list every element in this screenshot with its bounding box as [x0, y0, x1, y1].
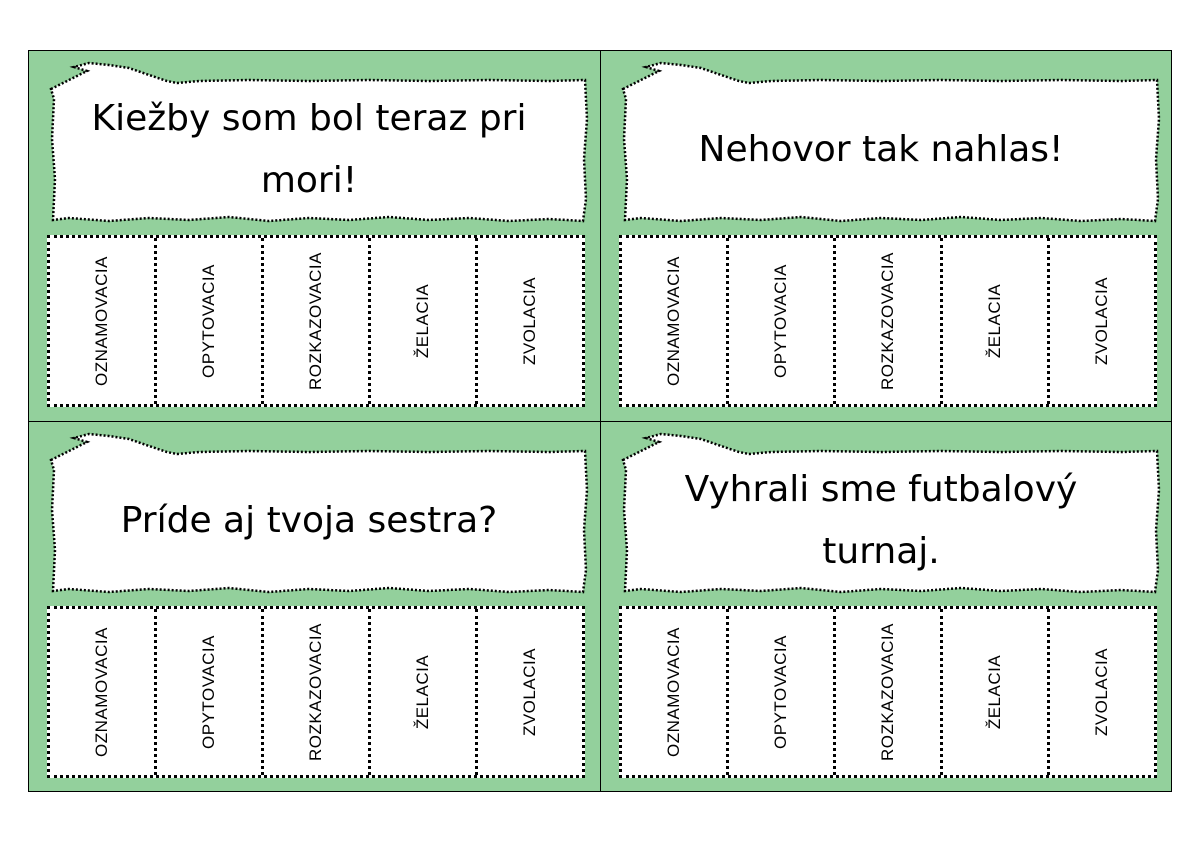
- sentence-card: Príde aj tvoja sestra? OZNAMOVACIA OPYTO…: [29, 422, 600, 792]
- option-zelacia[interactable]: ŽELACIA: [943, 238, 1050, 404]
- option-rozkazovacia[interactable]: ROZKAZOVACIA: [264, 609, 371, 775]
- option-label: OZNAMOVACIA: [92, 627, 111, 757]
- option-label: OZNAMOVACIA: [92, 256, 111, 386]
- sentence-card: Nehovor tak nahlas! OZNAMOVACIA OPYTOVAC…: [601, 51, 1172, 421]
- option-label: OZNAMOVACIA: [664, 627, 683, 757]
- option-oznamovacia[interactable]: OZNAMOVACIA: [622, 238, 729, 404]
- option-label: ROZKAZOVACIA: [306, 623, 325, 761]
- option-label: ZVOLACIA: [1092, 647, 1111, 737]
- option-label: OPYTOVACIA: [199, 635, 218, 749]
- option-zvolacia[interactable]: ZVOLACIA: [478, 609, 582, 775]
- option-zelacia[interactable]: ŽELACIA: [943, 609, 1050, 775]
- sentence-text: Vyhrali sme futbalový turnaj.: [684, 469, 1078, 572]
- sentence-type-options: OZNAMOVACIA OPYTOVACIA ROZKAZOVACIA ŽELA…: [47, 606, 585, 778]
- option-label: ROZKAZOVACIA: [306, 252, 325, 390]
- option-zelacia[interactable]: ŽELACIA: [371, 238, 478, 404]
- option-label: ROZKAZOVACIA: [878, 623, 897, 761]
- option-zvolacia[interactable]: ZVOLACIA: [1050, 609, 1154, 775]
- option-opytovacia[interactable]: OPYTOVACIA: [729, 238, 836, 404]
- option-rozkazovacia[interactable]: ROZKAZOVACIA: [264, 238, 371, 404]
- sentence-card: Kiežby som bol teraz pri mori! OZNAMOVAC…: [29, 51, 600, 421]
- worksheet: Kiežby som bol teraz pri mori! OZNAMOVAC…: [28, 50, 1172, 792]
- option-zelacia[interactable]: ŽELACIA: [371, 609, 478, 775]
- option-label: ŽELACIA: [413, 654, 432, 730]
- option-zvolacia[interactable]: ZVOLACIA: [1050, 238, 1154, 404]
- option-oznamovacia[interactable]: OZNAMOVACIA: [50, 609, 157, 775]
- option-opytovacia[interactable]: OPYTOVACIA: [157, 609, 264, 775]
- option-label: OPYTOVACIA: [771, 635, 790, 749]
- sentence-type-options: OZNAMOVACIA OPYTOVACIA ROZKAZOVACIA ŽELA…: [47, 235, 585, 407]
- option-label: ŽELACIA: [413, 283, 432, 359]
- torn-paper-shape: [621, 61, 1161, 223]
- sentence-text: Nehovor tak nahlas!: [698, 129, 1064, 170]
- cut-line-horizontal: [29, 421, 1171, 422]
- option-label: OZNAMOVACIA: [664, 256, 683, 386]
- option-opytovacia[interactable]: OPYTOVACIA: [157, 238, 264, 404]
- option-label: ŽELACIA: [985, 654, 1004, 730]
- torn-paper-shape: [49, 61, 589, 223]
- sentence-type-options: OZNAMOVACIA OPYTOVACIA ROZKAZOVACIA ŽELA…: [619, 606, 1157, 778]
- option-label: ZVOLACIA: [1092, 276, 1111, 366]
- option-oznamovacia[interactable]: OZNAMOVACIA: [50, 238, 157, 404]
- option-label: ZVOLACIA: [520, 276, 539, 366]
- option-opytovacia[interactable]: OPYTOVACIA: [729, 609, 836, 775]
- option-label: OPYTOVACIA: [199, 264, 218, 378]
- torn-paper-shape: [621, 432, 1161, 594]
- option-label: OPYTOVACIA: [771, 264, 790, 378]
- sentence-type-options: OZNAMOVACIA OPYTOVACIA ROZKAZOVACIA ŽELA…: [619, 235, 1157, 407]
- option-label: ROZKAZOVACIA: [878, 252, 897, 390]
- sentence-text: Príde aj tvoja sestra?: [120, 500, 498, 541]
- option-rozkazovacia[interactable]: ROZKAZOVACIA: [836, 238, 943, 404]
- option-zvolacia[interactable]: ZVOLACIA: [478, 238, 582, 404]
- sentence-card: Vyhrali sme futbalový turnaj. OZNAMOVACI…: [601, 422, 1172, 792]
- option-label: ŽELACIA: [985, 283, 1004, 359]
- option-rozkazovacia[interactable]: ROZKAZOVACIA: [836, 609, 943, 775]
- option-oznamovacia[interactable]: OZNAMOVACIA: [622, 609, 729, 775]
- sentence-text: Kiežby som bol teraz pri mori!: [91, 98, 527, 201]
- torn-paper-shape: [49, 432, 589, 594]
- option-label: ZVOLACIA: [520, 647, 539, 737]
